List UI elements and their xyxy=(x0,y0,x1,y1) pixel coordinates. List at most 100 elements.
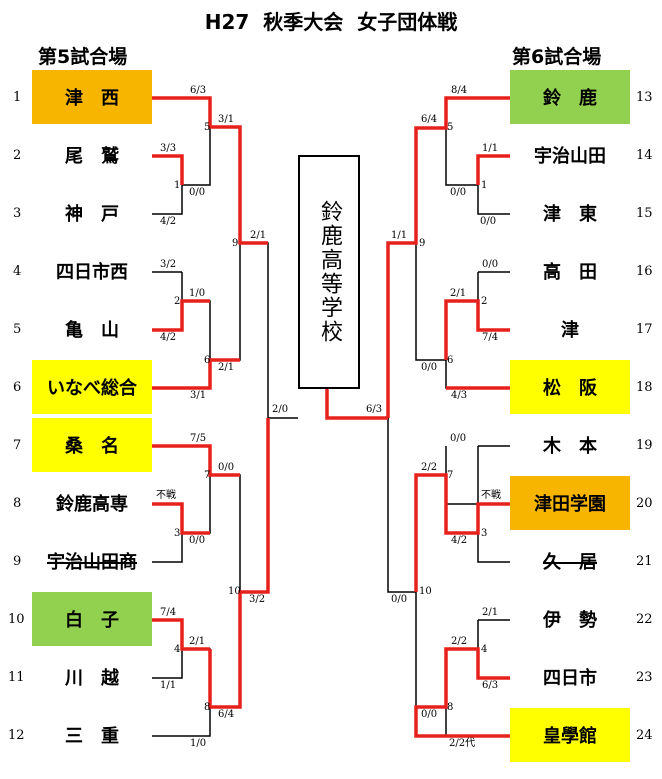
team-box: 亀 山 xyxy=(65,320,119,341)
match-number: 6 xyxy=(204,355,211,366)
winner-path xyxy=(325,385,388,420)
score-label: 2/1 xyxy=(189,636,206,647)
score-label: 0/0 xyxy=(391,594,408,605)
winner-path xyxy=(386,96,510,418)
match-number: 4 xyxy=(174,644,181,655)
seed-number: 20 xyxy=(636,496,653,511)
team-box: 津田学園 xyxy=(510,476,630,530)
match-number: 5 xyxy=(204,122,211,133)
team-box: 鈴 鹿 xyxy=(510,70,630,124)
team-box: 四日市 xyxy=(543,668,597,689)
score-label: 1/1 xyxy=(391,230,408,241)
score-label: 2/2 xyxy=(421,462,438,473)
seed-number: 19 xyxy=(636,438,653,453)
score-label: 6/4 xyxy=(218,709,235,720)
team-box: 皇學館 xyxy=(510,708,630,762)
seed-number: 23 xyxy=(636,670,653,685)
score-label: 0/0 xyxy=(189,187,206,198)
score-label: 2/2 xyxy=(451,636,468,647)
match-number: 5 xyxy=(447,122,454,133)
score-label: 3/1 xyxy=(218,114,235,125)
seed-number: 10 xyxy=(8,612,25,627)
seed-number: 8 xyxy=(13,496,22,511)
team-box: 宇治山田 xyxy=(534,146,606,167)
seed-number: 6 xyxy=(13,380,22,395)
bracket-line xyxy=(210,243,241,361)
score-label: 0/0 xyxy=(450,433,467,444)
bracket-line xyxy=(210,474,241,592)
score-label: 不戦 xyxy=(156,490,176,501)
seed-number: 15 xyxy=(636,206,653,221)
score-label: 0/0 xyxy=(421,362,438,373)
seed-number: 14 xyxy=(636,148,653,163)
bracket-line xyxy=(445,128,478,186)
score-label: 2/1 xyxy=(482,607,499,618)
bracket-line xyxy=(240,242,298,419)
match-number: 3 xyxy=(174,528,181,539)
score-label: 6/3 xyxy=(190,85,207,96)
match-number: 9 xyxy=(419,238,426,249)
match-number: 10 xyxy=(419,586,432,597)
winner-path xyxy=(152,154,184,185)
venue-5-label: 第5試合場 xyxy=(38,46,128,68)
score-label: 4/2 xyxy=(160,216,177,227)
score-label: 2/2代 xyxy=(449,738,476,749)
bracket-line xyxy=(152,648,211,737)
score-label: 4/2 xyxy=(451,535,468,546)
match-number: 2 xyxy=(174,296,181,307)
team-box: 伊 勢 xyxy=(543,610,597,631)
bracket-line xyxy=(445,648,478,736)
seed-number: 2 xyxy=(13,148,22,163)
seed-number: 4 xyxy=(13,264,22,279)
score-label: 1/1 xyxy=(160,680,177,691)
team-box: 松 阪 xyxy=(510,360,630,414)
score-label: 0/0 xyxy=(218,462,235,473)
bracket-line xyxy=(477,445,510,563)
team-box: 津 xyxy=(561,320,579,341)
score-label: 3/3 xyxy=(160,143,177,154)
score-label: 4/3 xyxy=(451,390,468,401)
match-number: 4 xyxy=(481,644,488,655)
page-title: H27 秋季大会 女子団体戦 xyxy=(204,10,458,34)
team-box: 津 東 xyxy=(543,204,597,225)
score-label: 0/0 xyxy=(482,259,499,270)
winner-path xyxy=(476,154,510,185)
team-box: 高 田 xyxy=(543,262,597,283)
winner-path xyxy=(414,647,510,738)
match-number: 2 xyxy=(481,296,488,307)
bracket-line xyxy=(415,592,446,708)
team-box: 白 子 xyxy=(32,592,152,646)
score-label: 0/0 xyxy=(189,535,206,546)
seed-number: 18 xyxy=(636,380,653,395)
winner-path xyxy=(152,444,240,477)
team-box: いなべ総合 xyxy=(32,360,152,414)
center-venue-box: 鈴鹿高等学校 xyxy=(298,155,360,389)
winner-path xyxy=(152,358,240,390)
winner-path xyxy=(152,502,210,535)
score-label: 0/0 xyxy=(450,187,467,198)
team-box: 木 本 xyxy=(543,436,597,457)
score-label: 6/3 xyxy=(366,404,383,415)
team-box: 三 重 xyxy=(65,726,119,747)
bracket-line xyxy=(415,474,446,592)
winner-path xyxy=(444,299,510,360)
seed-number: 16 xyxy=(636,264,653,279)
match-number: 9 xyxy=(232,238,239,249)
team-box: 四日市西 xyxy=(56,262,128,283)
team-box: 津 西 xyxy=(32,70,152,124)
center-venue-text: 鈴鹿高等学校 xyxy=(317,200,342,344)
bracket-line xyxy=(356,242,416,419)
team-box: 川 越 xyxy=(65,668,119,689)
seed-number: 1 xyxy=(13,90,22,105)
match-number: 7 xyxy=(447,470,454,481)
score-label: 1/1 xyxy=(482,143,499,154)
seed-number: 22 xyxy=(636,612,653,627)
seed-number: 11 xyxy=(8,670,25,685)
match-number: 8 xyxy=(204,702,211,713)
bracket-line xyxy=(182,300,211,388)
score-label: 0/0 xyxy=(421,709,438,720)
score-label: 6/4 xyxy=(421,114,438,125)
bracket-line xyxy=(387,418,416,593)
team-box: 鈴鹿高専 xyxy=(56,494,128,515)
